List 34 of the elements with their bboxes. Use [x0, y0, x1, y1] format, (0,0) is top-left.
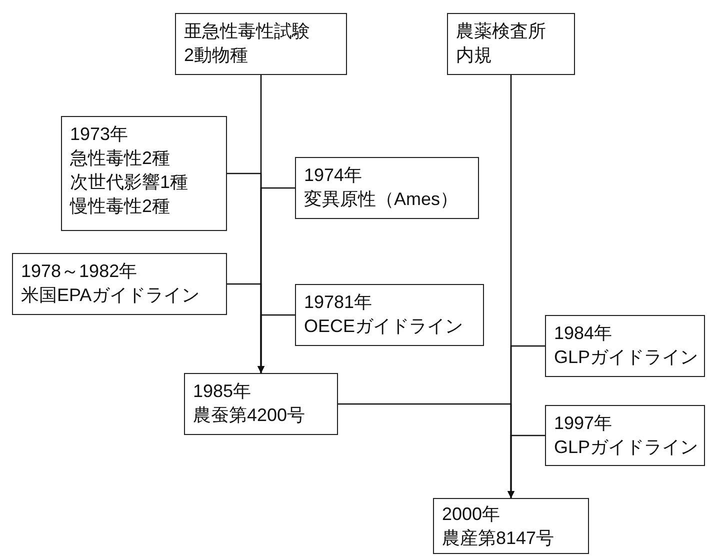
box-text: 急性毒性2種	[70, 147, 172, 170]
box-text: 内規	[456, 44, 493, 67]
timeline-box	[447, 13, 575, 75]
box-heading: 1985年	[193, 380, 252, 403]
box-text: 次世代影響1種	[70, 171, 190, 194]
box-text: GLPガイドライン	[554, 346, 696, 369]
box-text: OECEガイドライン	[304, 315, 464, 338]
box-text: 農産第8147号	[442, 527, 556, 550]
timeline-box	[61, 116, 227, 231]
timeline-box	[433, 498, 589, 554]
timeline-box	[295, 157, 479, 219]
box-text: 2動物種	[184, 44, 250, 67]
timeline-box	[545, 315, 705, 377]
timeline-box	[184, 373, 338, 435]
box-text: 米国EPAガイドライン	[21, 284, 201, 307]
box-heading: 農薬検査所	[456, 20, 547, 43]
box-heading: 1984年	[554, 322, 614, 345]
timeline-box	[545, 405, 705, 466]
connector-arrow	[508, 434, 545, 498]
timeline-box	[295, 284, 484, 346]
box-heading: 1997年	[554, 412, 614, 435]
box-heading: 1974年	[304, 164, 364, 187]
box-heading: 亜急性毒性試験	[184, 20, 311, 43]
timeline-box	[12, 253, 227, 315]
box-text: 農蚕第4200号	[193, 404, 306, 427]
box-heading: 2000年	[442, 503, 502, 526]
box-heading: 1973年	[70, 123, 130, 146]
box-text: 慢性毒性2種	[70, 195, 172, 218]
box-text: 変異原性（Ames）	[304, 188, 460, 211]
connector-arrow	[258, 314, 295, 373]
box-heading: 1978～1982年	[21, 260, 138, 283]
box-heading: 19781年	[304, 291, 374, 314]
timeline-box	[175, 13, 347, 75]
box-text: GLPガイドライン	[554, 436, 696, 459]
